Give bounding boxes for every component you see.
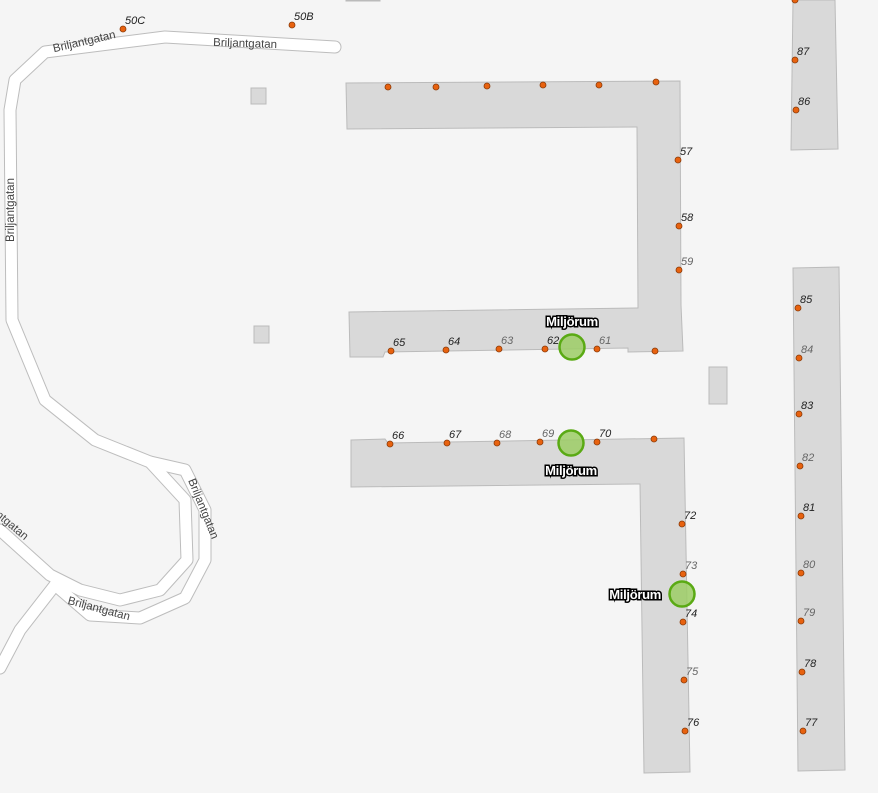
address-label: 81 [803, 502, 815, 514]
address-point[interactable] [791, 0, 799, 4]
address-point[interactable] [384, 83, 392, 91]
address-label: 66 [392, 430, 405, 442]
road-segment[interactable] [0, 579, 61, 674]
address-point[interactable] [679, 618, 687, 626]
address-point[interactable] [675, 222, 683, 230]
address-label: 84 [801, 344, 813, 356]
address-point[interactable] [679, 570, 687, 578]
address-point[interactable] [674, 156, 682, 164]
address-label: 86 [798, 96, 811, 108]
address-label: 82 [802, 452, 814, 464]
address-label: 87 [797, 46, 810, 58]
address-label: 74 [685, 608, 697, 620]
address-point[interactable] [675, 266, 683, 274]
address-point[interactable] [651, 347, 659, 355]
address-label: 80 [803, 559, 816, 571]
address-label: 77 [805, 717, 818, 729]
address-point[interactable] [432, 83, 440, 91]
address-point[interactable] [792, 106, 800, 114]
address-point[interactable] [288, 21, 296, 29]
address-label: 65 [393, 337, 406, 349]
address-point[interactable] [795, 354, 803, 362]
address-point[interactable] [493, 439, 501, 447]
address-points[interactable]: 50C 50B 87 86 57 58 59 65 64 63 62 61 66 67 68 69 70 72 73… [119, 0, 818, 735]
address-label: 57 [680, 146, 693, 158]
building [345, 0, 381, 2]
address-point[interactable] [119, 25, 127, 33]
address-point[interactable] [495, 345, 503, 353]
recycling-station-marker[interactable] [557, 429, 585, 457]
address-label: 67 [449, 429, 462, 441]
address-point[interactable] [680, 676, 688, 684]
address-point[interactable] [797, 617, 805, 625]
address-point[interactable] [650, 435, 658, 443]
address-label: 79 [803, 607, 815, 619]
building [792, 266, 846, 772]
recycling-station-label: Miljörum [609, 587, 661, 602]
road-segment[interactable] [0, 31, 341, 606]
address-point[interactable] [595, 81, 603, 89]
address-label: 50B [294, 11, 314, 23]
road-label: Briljantgatan [5, 178, 17, 242]
address-point[interactable] [536, 438, 544, 446]
address-label: 73 [685, 560, 698, 572]
address-point[interactable] [797, 512, 805, 520]
address-point[interactable] [442, 346, 450, 354]
address-point[interactable] [593, 438, 601, 446]
road-segment[interactable] [49, 456, 211, 624]
buildings [250, 0, 846, 774]
address-label: 70 [599, 428, 612, 440]
address-label: 72 [684, 510, 696, 522]
address-label: 69 [542, 428, 554, 440]
address-label: 78 [804, 658, 817, 670]
address-label: 62 [547, 335, 559, 347]
address-point[interactable] [443, 439, 451, 447]
building [345, 80, 684, 358]
address-label: 68 [499, 429, 512, 441]
address-point[interactable] [795, 410, 803, 418]
address-point[interactable] [681, 727, 689, 735]
address-point[interactable] [799, 727, 807, 735]
recycling-station-marker[interactable] [558, 333, 586, 361]
recycling-station-marker[interactable] [668, 580, 696, 608]
address-label: 59 [681, 256, 693, 268]
address-label: 83 [801, 400, 814, 412]
address-label: 63 [501, 335, 514, 347]
recycling-station-label: Miljörum [545, 463, 597, 478]
address-point[interactable] [794, 304, 802, 312]
roads [0, 30, 342, 675]
address-point[interactable] [796, 462, 804, 470]
address-point[interactable] [386, 440, 394, 448]
address-point[interactable] [678, 520, 686, 528]
address-label: 61 [599, 335, 611, 347]
address-label: 64 [448, 336, 460, 348]
address-point[interactable] [483, 82, 491, 90]
address-point[interactable] [797, 569, 805, 577]
road-label: Briljantgatan [213, 37, 277, 51]
address-point[interactable] [798, 668, 806, 676]
recycling-station-label: Miljörum [546, 314, 598, 329]
building [250, 87, 267, 105]
address-label: 75 [686, 666, 699, 678]
building [790, 0, 839, 151]
address-point[interactable] [593, 345, 601, 353]
address-label: 50C [125, 15, 145, 27]
address-point[interactable] [387, 347, 395, 355]
building [253, 325, 270, 344]
address-point[interactable] [652, 78, 660, 86]
address-label: 85 [800, 294, 813, 306]
address-label: 58 [681, 212, 694, 224]
address-label: 76 [687, 717, 700, 729]
address-point[interactable] [541, 345, 549, 353]
address-point[interactable] [539, 81, 547, 89]
building [350, 437, 691, 774]
address-point[interactable] [791, 56, 799, 64]
building [708, 366, 728, 405]
